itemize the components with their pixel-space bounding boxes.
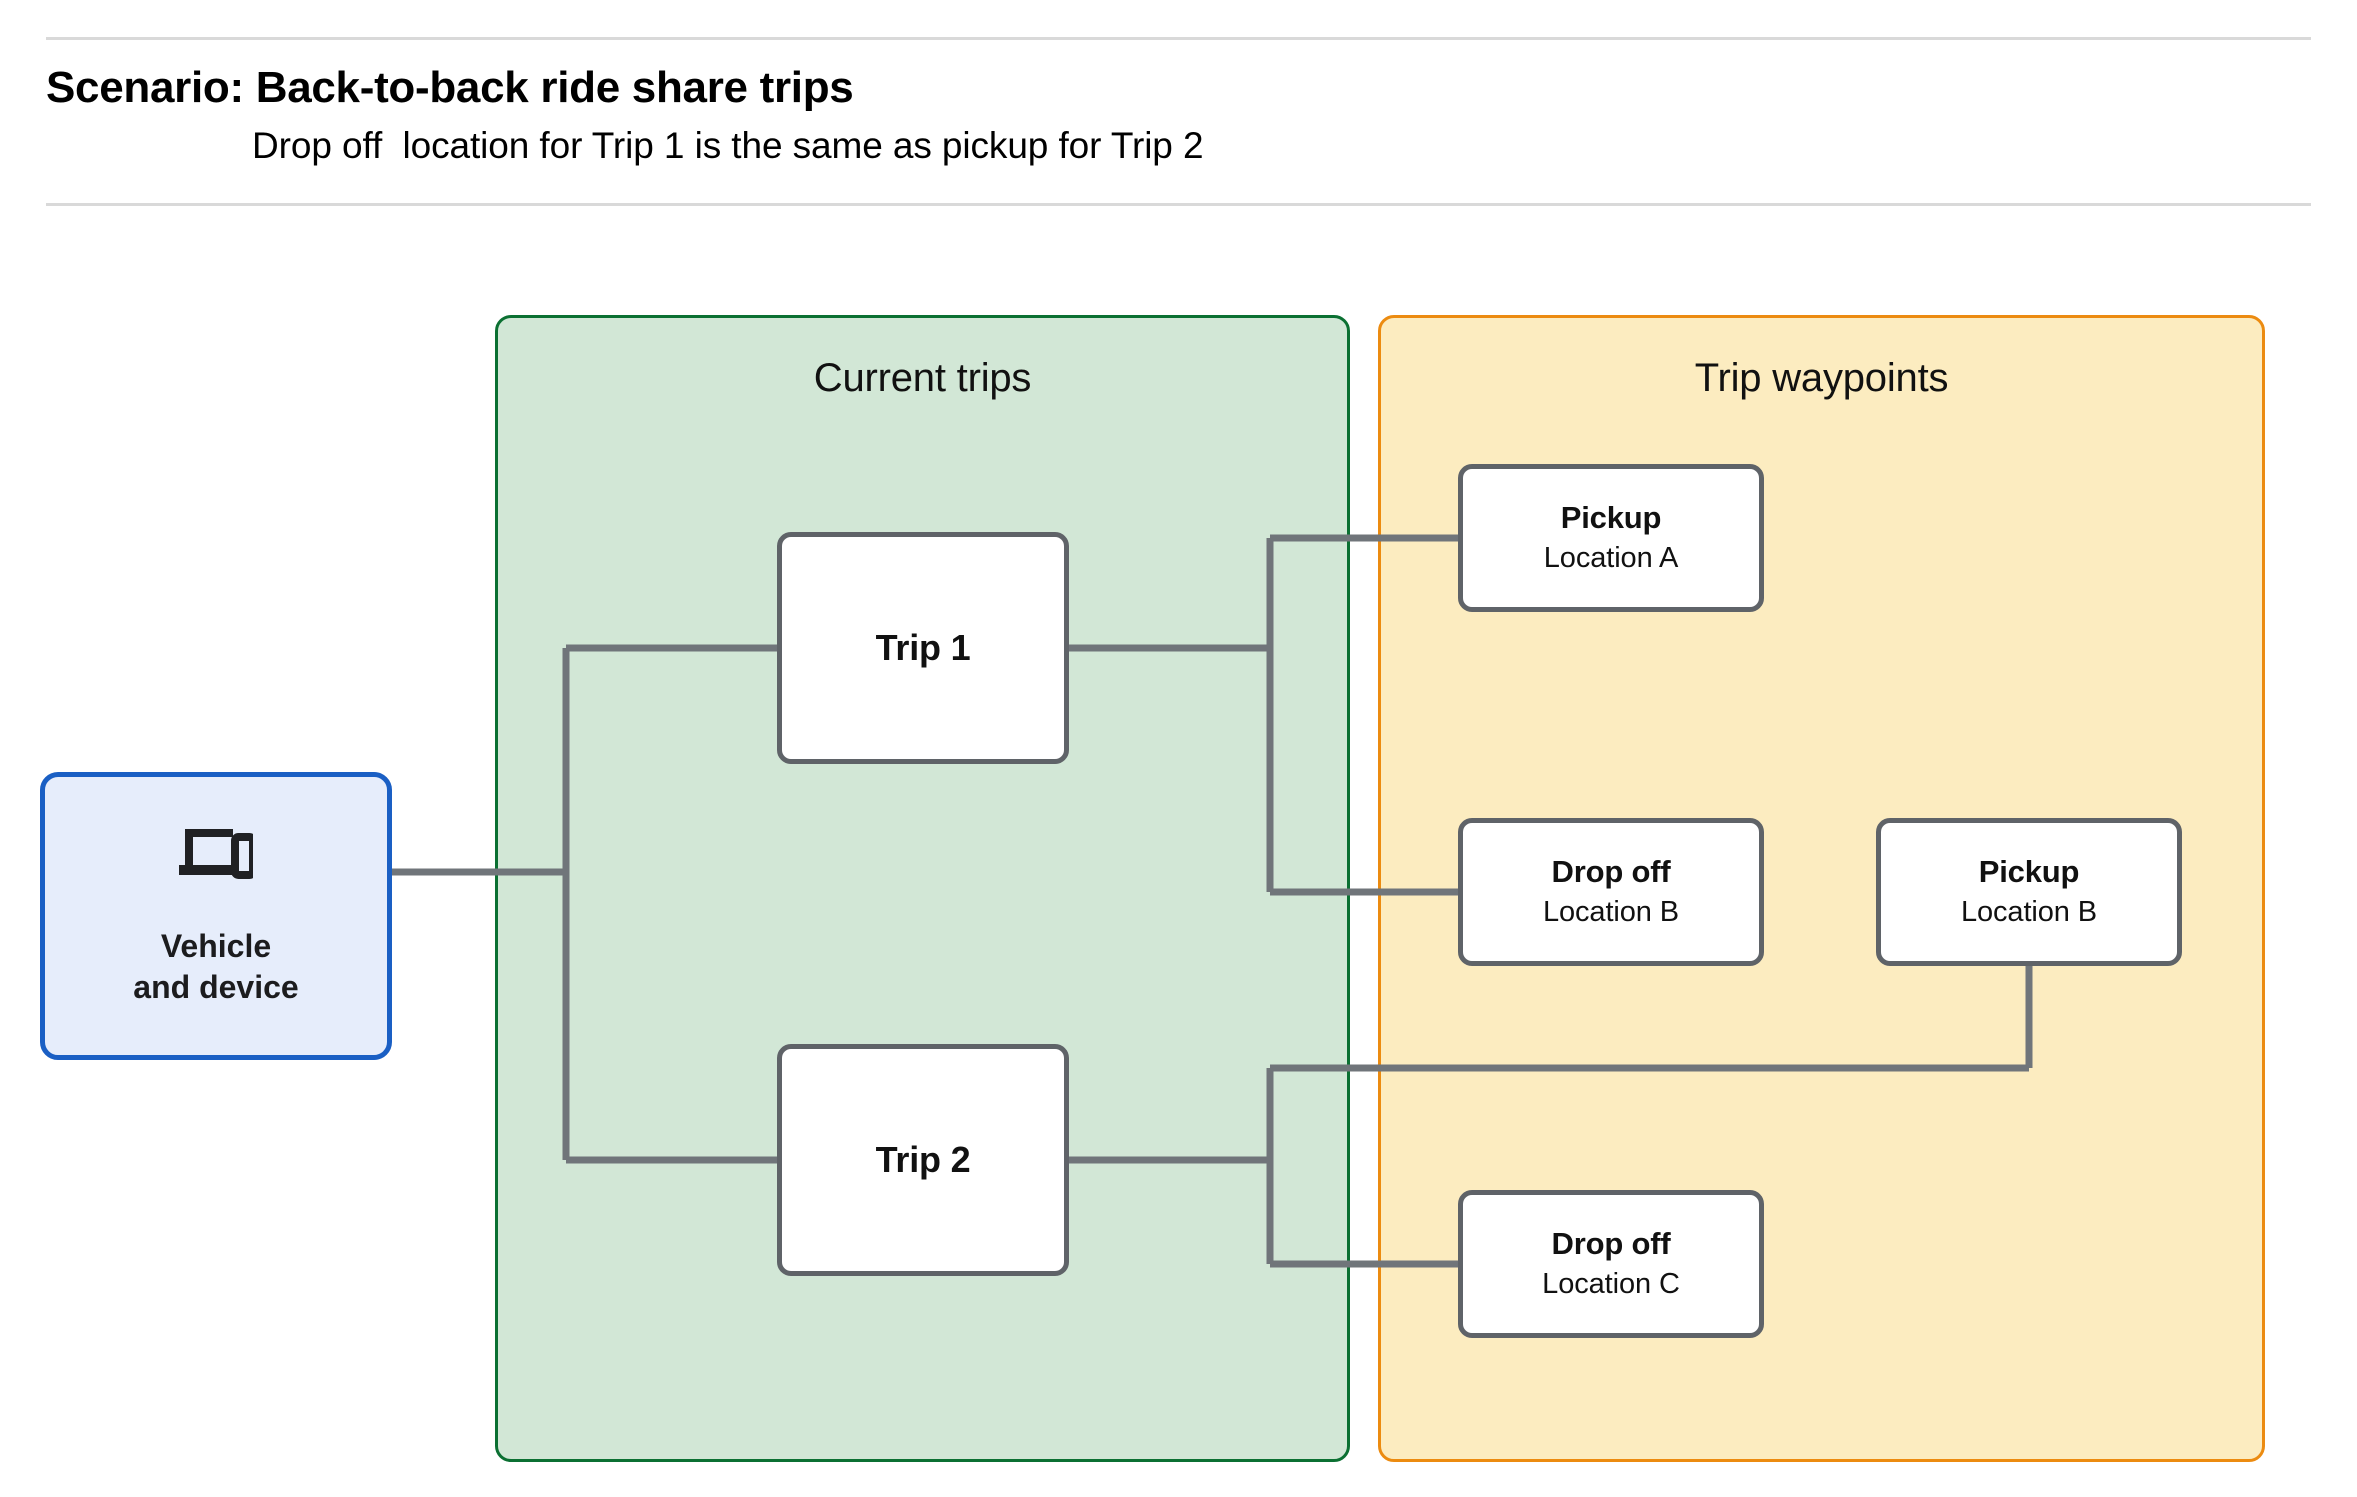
node-vehicle-label: Vehicle and device xyxy=(133,927,299,1005)
node-trip-2-label: Trip 2 xyxy=(875,1139,971,1180)
page-title: Scenario: Back-to-back ride share trips xyxy=(46,63,854,112)
node-trip-1[interactable]: Trip 1 xyxy=(777,532,1069,764)
node-waypoint-pickup-a[interactable]: Pickup Location A xyxy=(1458,464,1764,612)
group-title-current-trips: Current trips xyxy=(813,356,1032,400)
node-waypoint-pickup-b[interactable]: Pickup Location B xyxy=(1876,818,2182,966)
node-trip-2[interactable]: Trip 2 xyxy=(777,1044,1069,1276)
node-vehicle-and-device[interactable]: Vehicle and device xyxy=(40,772,392,1060)
waypoint-pickup-b-location: Location B xyxy=(1960,895,2098,928)
header-divider-top xyxy=(46,37,2311,40)
header-divider-bottom xyxy=(46,203,2311,206)
waypoint-dropoff-b-title: Drop off xyxy=(1551,854,1671,890)
node-waypoint-dropoff-b[interactable]: Drop off Location B xyxy=(1458,818,1764,966)
group-title-trip-waypoints: Trip waypoints xyxy=(1694,356,1949,400)
waypoint-pickup-a-location: Location A xyxy=(1543,541,1679,574)
page-header: Scenario: Back-to-back ride share trips … xyxy=(0,0,2357,206)
devices-icon xyxy=(179,825,257,884)
waypoint-pickup-b-title: Pickup xyxy=(1978,854,2080,890)
waypoint-dropoff-b-location: Location B xyxy=(1542,895,1680,928)
waypoint-dropoff-c-title: Drop off xyxy=(1551,1226,1671,1262)
waypoint-dropoff-c-location: Location C xyxy=(1542,1267,1680,1300)
node-trip-1-label: Trip 1 xyxy=(875,627,971,668)
page-subtitle: Drop off location for Trip 1 is the same… xyxy=(252,125,1204,166)
node-waypoint-dropoff-c[interactable]: Drop off Location C xyxy=(1458,1190,1764,1338)
waypoint-pickup-a-title: Pickup xyxy=(1560,500,1662,536)
group-panel-current-trips: Current trips xyxy=(495,315,1350,1462)
